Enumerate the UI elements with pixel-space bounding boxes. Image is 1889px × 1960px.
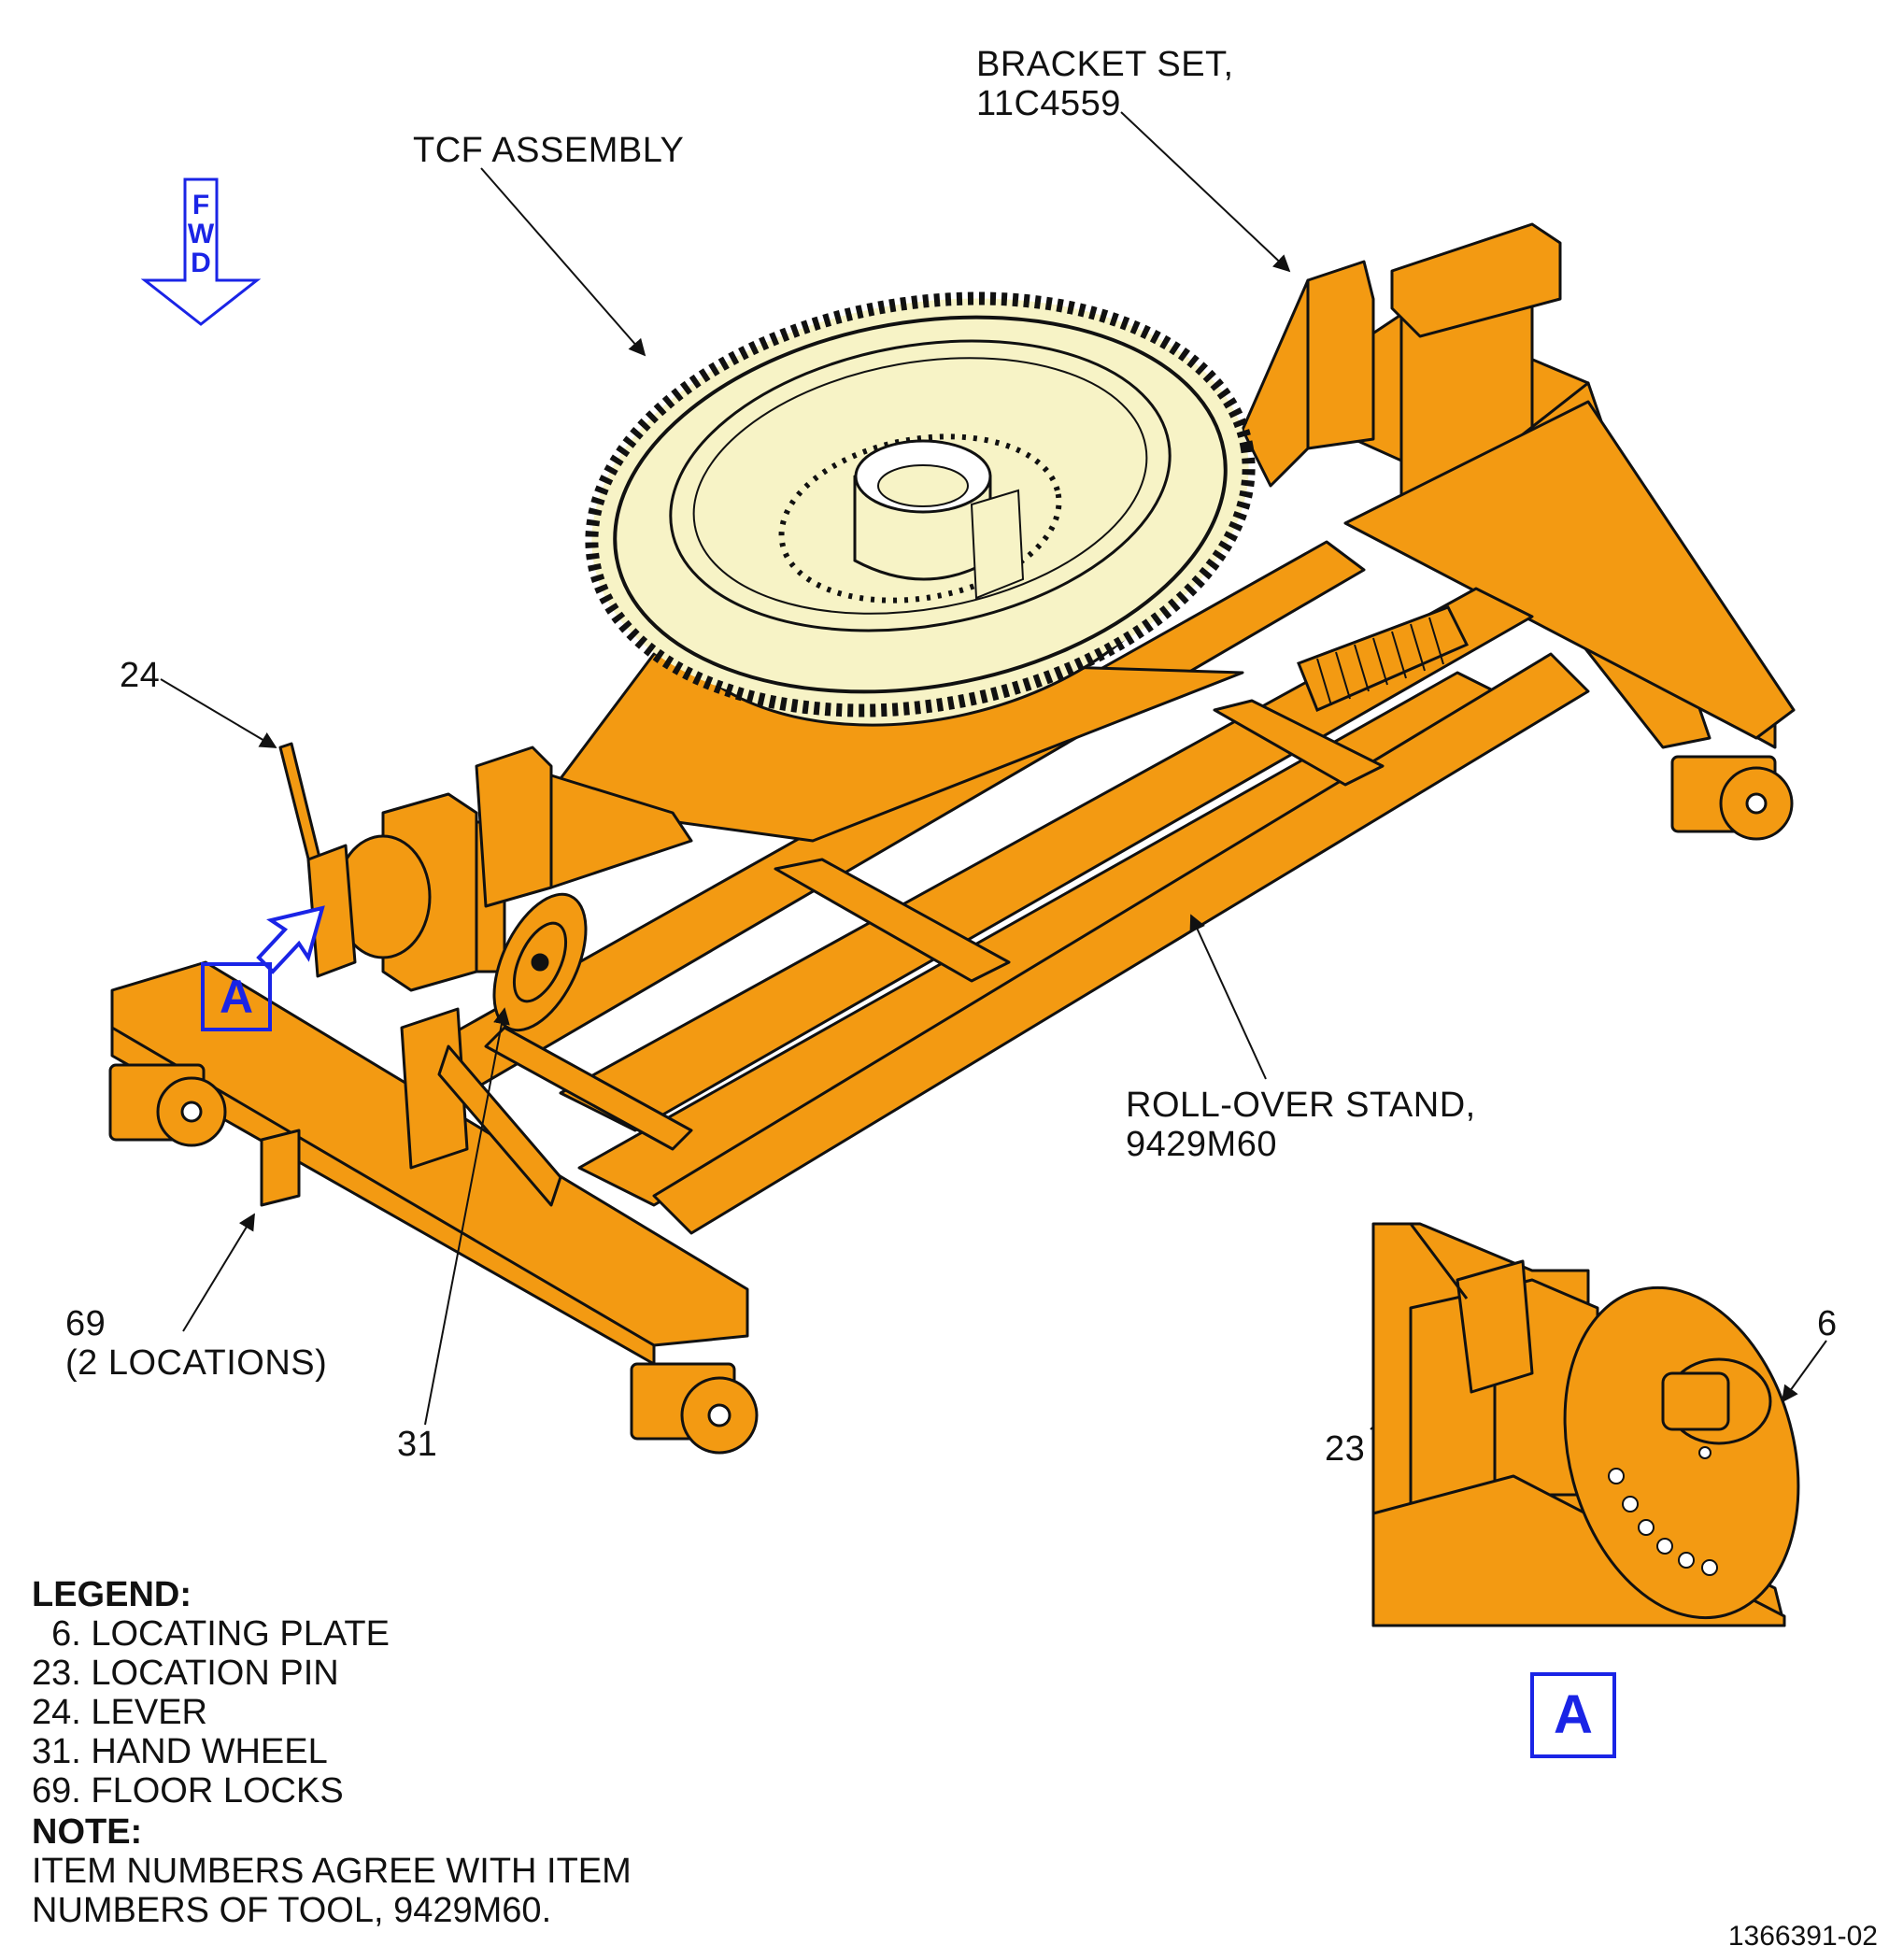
forward-direction-arrow-icon	[140, 178, 262, 326]
legend-title: LEGEND:	[32, 1575, 192, 1614]
item-6-callout: 6	[1817, 1304, 1838, 1343]
leader-lines	[160, 111, 1827, 1430]
figure-number: 1366391-02	[1727, 1921, 1878, 1952]
view-a-arrow-icon	[256, 905, 325, 974]
view-a-marker: A	[201, 962, 272, 1031]
tcf-assembly-callout: TCF ASSEMBLY	[413, 131, 685, 170]
item-31-callout: 31	[397, 1425, 438, 1464]
legend-item-23: 23. LOCATION PIN	[32, 1654, 339, 1693]
legend: LEGEND: 6. LOCATING PLATE 23. LOCATION P…	[32, 1575, 390, 1811]
hand-wheel-icon	[492, 892, 588, 1032]
item-23-callout: 23	[1325, 1429, 1366, 1469]
note-text: ITEM NUMBERS AGREE WITH ITEM NUMBERS OF …	[32, 1852, 632, 1930]
detail-a-title: A	[1530, 1672, 1616, 1758]
detail-a-inset	[1371, 1222, 1800, 1627]
tcf-assembly-ring	[585, 291, 1256, 727]
fwd-letter-f: F	[192, 190, 210, 220]
bracket-set-callout: BRACKET SET, 11C4559	[976, 45, 1234, 123]
fwd-letter-d: D	[191, 248, 211, 278]
item-24-callout: 24	[120, 656, 161, 695]
stand-frame	[110, 222, 1796, 1366]
legend-item-6: 6. LOCATING PLATE	[32, 1614, 390, 1654]
roll-over-stand-callout: ROLL-OVER STAND, 9429M60	[1126, 1086, 1476, 1164]
legend-item-31: 31. HAND WHEEL	[32, 1732, 328, 1771]
spring-coil	[1297, 605, 1470, 712]
legend-item-24: 24. LEVER	[32, 1693, 207, 1732]
note: NOTE: ITEM NUMBERS AGREE WITH ITEM NUMBE…	[32, 1812, 632, 1930]
caster-wheels	[108, 755, 1794, 1455]
item-69-callout: 69 (2 LOCATIONS)	[65, 1304, 328, 1383]
legend-item-69: 69. FLOOR LOCKS	[32, 1771, 344, 1811]
fwd-letter-w: W	[187, 219, 215, 249]
fwd-label: F W D	[187, 191, 215, 277]
note-title: NOTE:	[32, 1812, 143, 1852]
